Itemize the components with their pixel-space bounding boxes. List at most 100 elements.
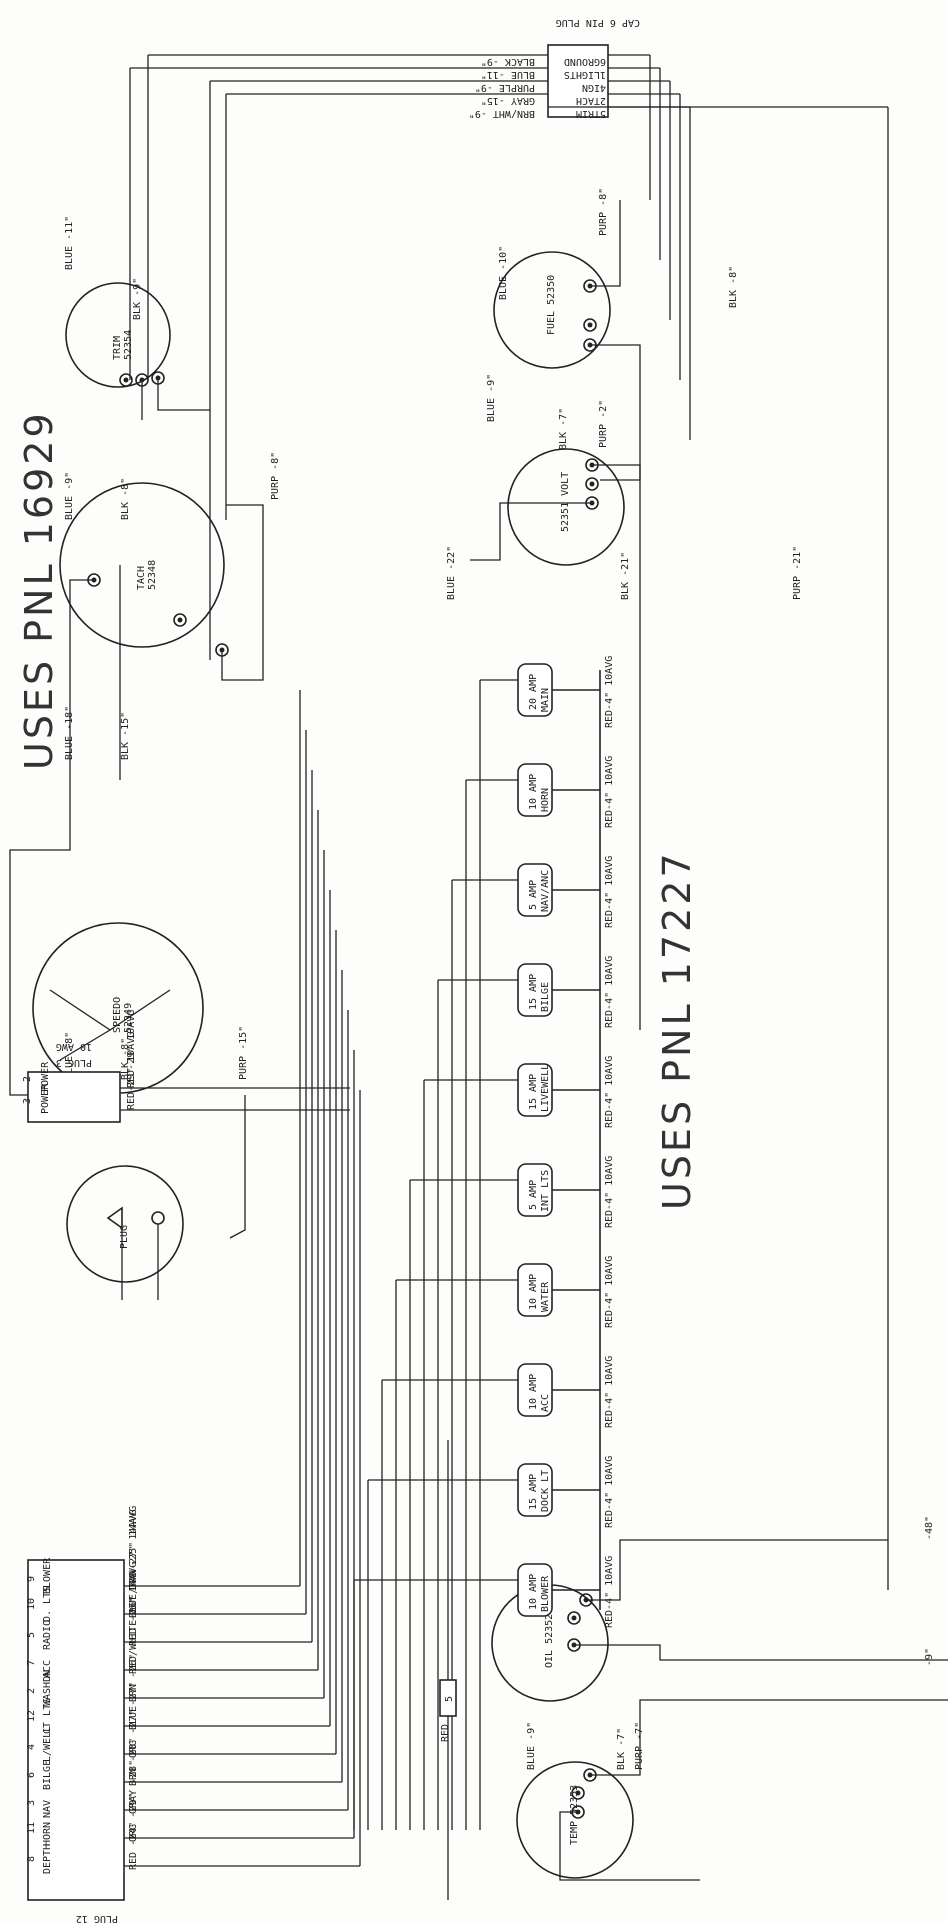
- volt-gauge-terminal: [585, 477, 599, 491]
- plug12-wire: BLUE-27": [128, 1682, 139, 1730]
- plug12-name: ACC: [42, 1660, 53, 1678]
- plug12-name: BILGE: [42, 1760, 53, 1790]
- plug12-name: RADIO: [42, 1620, 53, 1650]
- plug12-pin: 4: [26, 1744, 37, 1750]
- plug12-wire: BLUE/TAN-27" 14AVG: [128, 1510, 139, 1618]
- plug12-wire: RED -26" 14AVG: [128, 1562, 139, 1646]
- fuse-amp: 10 AMP: [528, 774, 539, 810]
- cap-pin-number: 6: [600, 56, 606, 67]
- plug12-name: HORN: [42, 1822, 53, 1846]
- plug3-name: POWER: [40, 1061, 51, 1092]
- wire-label-fuel-purp: PURP -8": [598, 188, 609, 236]
- wire-label-tach-purp: PURP -8": [270, 452, 281, 500]
- oil-gauge-label: OIL 52352: [544, 1614, 555, 1668]
- plug3-wire: RED-29" 10AVG: [126, 1010, 137, 1088]
- fuel-gauge: [493, 251, 611, 369]
- fuse-name: NAV/ANC: [540, 870, 551, 912]
- plug12-pin: 7: [26, 1660, 37, 1666]
- fuse-name: BLOWER: [540, 1575, 551, 1612]
- plug3-name: POWER: [40, 1083, 51, 1114]
- cap-pin-wire: BLUE -11": [481, 69, 535, 80]
- fuse-amp: 10 AMP: [528, 1374, 539, 1410]
- plug3-pin: 3: [22, 1098, 33, 1104]
- plug12-wire: BRN -28": [128, 1738, 139, 1786]
- plug3-title: PLUG 3: [56, 1057, 92, 1068]
- plug12-title: PLUG 12: [76, 1913, 118, 1923]
- wire-label-speedo-blk: BLK -15": [120, 712, 131, 760]
- volt-gauge: [507, 448, 625, 566]
- plug-arrow-icon: [106, 1206, 123, 1230]
- wire-label-edge48: -48": [924, 1516, 935, 1540]
- plug3-wire: RED-29" 10AVG: [126, 1032, 137, 1110]
- wire-label-tach-blue: BLUE -9": [64, 472, 75, 520]
- cap-pin-name: IGN: [582, 82, 600, 93]
- cap-pin-wire: BRN/WHT -9": [469, 108, 535, 119]
- cap-pin-number: 5: [600, 108, 606, 119]
- wire-label-blue22: BLUE -22": [446, 546, 457, 600]
- plug12-name: WASHDN: [42, 1670, 53, 1706]
- fuse-name: HORN: [540, 788, 551, 812]
- plug12-pin: 2: [26, 1688, 37, 1694]
- fuse-feed-label: RED-4" 10AVG: [604, 1556, 615, 1628]
- wire-label-speedo-blue: BLUE -18": [64, 706, 75, 760]
- tach-gauge-label: TACH52348: [136, 560, 158, 590]
- plug12-name: CT LTS: [42, 1698, 53, 1734]
- plug12-name: NAV: [42, 1800, 53, 1818]
- fuse-name: LIVEWELL: [540, 1064, 551, 1112]
- plug12-name: BLOWER: [42, 1557, 53, 1594]
- fuse-amp: 20 AMP: [528, 674, 539, 710]
- trim-gauge-label: TRIM52354: [112, 330, 134, 360]
- wire-label-volt-blk: BLK -7": [558, 408, 569, 450]
- cap-pin-wire: GRAY -15": [481, 95, 535, 106]
- cap-plug-title: CAP 6 PIN PLUG: [556, 17, 640, 28]
- fuse-amp: 15 AMP: [528, 974, 539, 1010]
- fuse-name: BILGE: [540, 982, 551, 1012]
- wire-label-blk21: BLK -21": [620, 552, 631, 600]
- cap-pin-name: TACH: [576, 95, 600, 106]
- cap-pin-name: TRIM: [576, 108, 600, 119]
- plug-gauge-label: PLUG: [119, 1225, 130, 1249]
- fuse-name: WATER: [540, 1281, 551, 1312]
- wire-label-temp-blue: BLUE -9": [526, 1722, 537, 1770]
- plug12-wire: ORG -27": [128, 1710, 139, 1758]
- plug12-pin: 10: [26, 1598, 37, 1610]
- fuse-feed-label: RED-4" 10AVG: [604, 856, 615, 928]
- inline-fuse-label: 5: [444, 1696, 455, 1702]
- plug12-pin: 3: [26, 1800, 37, 1806]
- wire-label-trim-blue: BLUE -11": [64, 216, 75, 270]
- plug12-pin: 5: [26, 1632, 37, 1638]
- fuse-name: DOCK LT: [540, 1470, 551, 1512]
- wire-label-red4: RED -4": [440, 1700, 451, 1742]
- plug12-pin: 8: [26, 1856, 37, 1862]
- cap-pin-number: 1: [600, 69, 606, 80]
- fuse-name: MAIN: [540, 688, 551, 712]
- temp-gauge: [516, 1761, 634, 1879]
- plug-gauge: [66, 1165, 184, 1283]
- plug12-name: DEPTH: [42, 1844, 53, 1874]
- plug12-name: D. LTS: [42, 1586, 53, 1622]
- oil-gauge-terminal: [567, 1611, 581, 1625]
- tach-gauge-terminal: [173, 613, 187, 627]
- fuse-name: INT LTS: [540, 1170, 551, 1212]
- fuse-name: ACC: [540, 1394, 551, 1412]
- fuse-amp: 10 AMP: [528, 1274, 539, 1310]
- fuel-gauge-label: FUEL 52350: [546, 275, 557, 335]
- plug-pin: [151, 1211, 165, 1225]
- wire-label-fuel-blk: BLK -8": [728, 266, 739, 308]
- wire-label-fuel-blue: BLUE -10": [498, 246, 509, 300]
- cap-pin-name: LIGHTS: [564, 69, 600, 80]
- fuse-feed-label: RED-4" 10AVG: [604, 1456, 615, 1528]
- fuse-feed-label: RED-4" 10AVG: [604, 956, 615, 1028]
- plug12-wire: ORG -29": [128, 1794, 139, 1842]
- fuse-amp: 10 AMP: [528, 1574, 539, 1610]
- plug12-wire: RED -24": [128, 1822, 139, 1870]
- fuel-gauge-terminal: [583, 318, 597, 332]
- panel-label-upper: USES PNL 16929: [17, 410, 61, 770]
- wire-label-volt-purp: PURP -2": [598, 400, 609, 448]
- wire-label-purp21: PURP -21": [792, 546, 803, 600]
- fuse-feed-label: RED-4" 10AVG: [604, 1356, 615, 1428]
- wire-label-trim-blk: BLK -9": [132, 278, 143, 320]
- trim-gauge: [65, 282, 171, 388]
- fuse-feed-label: RED-4" 10AVG: [604, 1256, 615, 1328]
